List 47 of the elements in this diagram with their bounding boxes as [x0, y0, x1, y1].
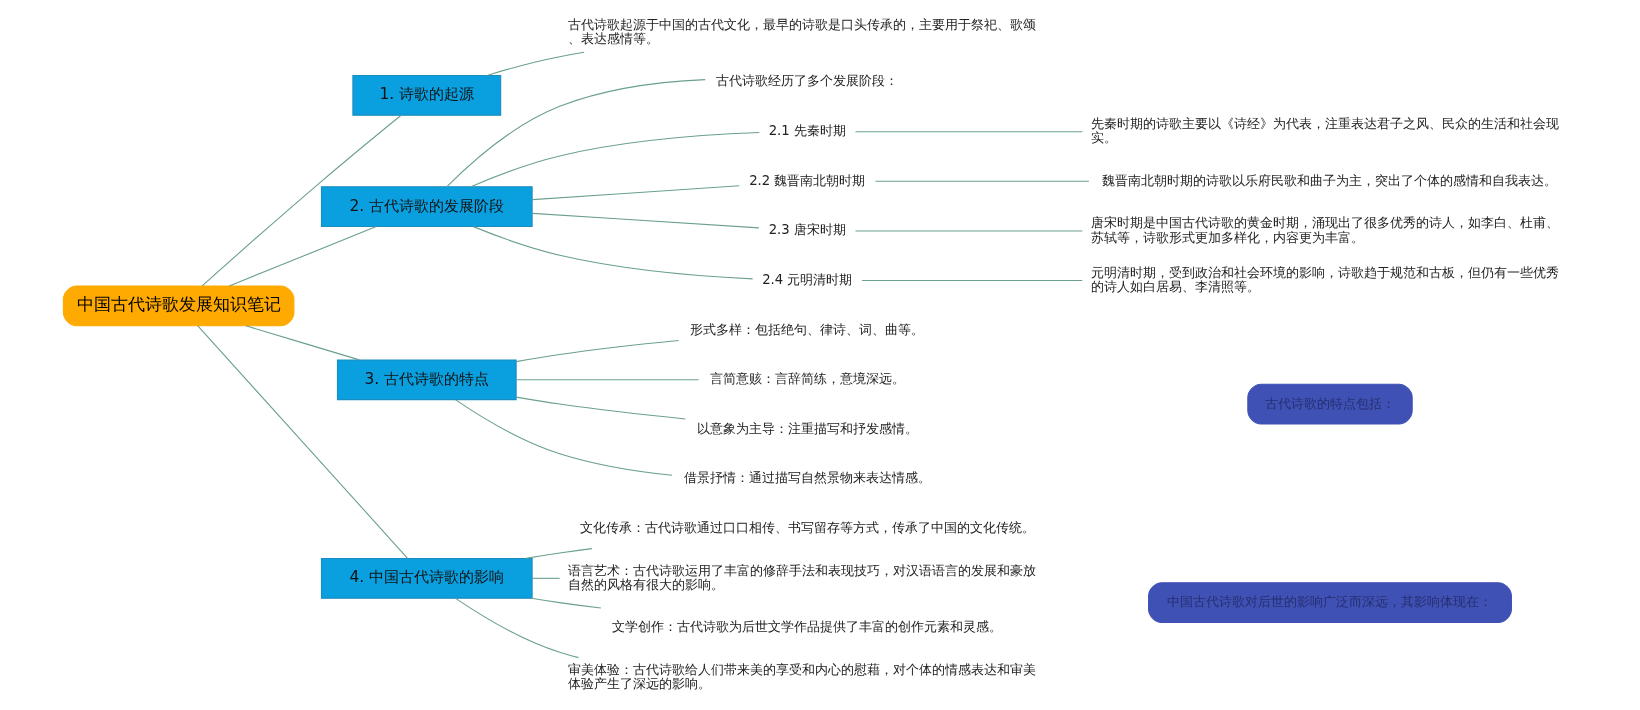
node-text: 唐宋时期是中国古代诗歌的黄金时期，涌现出了很多优秀的诗人，如李白、杜甫、苏轼等，诗歌形式更加多样化，内容更为丰富。 [1090, 215, 1559, 245]
connector [445, 79, 706, 188]
connector [854, 230, 1083, 232]
node-text: 元明清时期，受到政治和社会环境的影响，诗歌趋于规范和古板，但仍有一些优秀的诗人如白居易、李清照等。 [1090, 264, 1559, 295]
connector [454, 597, 579, 659]
connector [515, 339, 679, 363]
connector [201, 114, 402, 287]
connector [530, 597, 601, 609]
node-text: 语言艺术：古代诗歌运用了丰富的修辞手法和表现技巧，对汉语语言的发展和豪放自然的风格有很大的影响。 [568, 562, 1036, 592]
node-box: 1. 诗歌的起源 [351, 74, 501, 116]
node-box: 4. 中国古代诗歌的影响 [320, 557, 533, 599]
node-box: 3. 古代诗歌的特点 [336, 359, 517, 401]
connector [454, 399, 673, 476]
node-text: 古代诗歌经历了多个发展阶段： [715, 73, 898, 89]
node-text: 魏晋南北朝时期的诗歌以乐府民歌和曲子为主，突出了个体的感情和自我表达。 [1102, 172, 1557, 188]
connector [228, 226, 377, 287]
connector [485, 51, 585, 76]
node-box: 中国古代诗歌对后世的影响广泛而深远，其影响体现在： [1147, 582, 1512, 623]
node-text: 借景抒情：通过描写自然景物来表达情感。 [683, 470, 931, 486]
node-text: 2.3 唐宋时期 [768, 222, 846, 238]
node-text: 文学创作：古代诗歌为后世文学作品提供了丰富的创作元素和灵感。 [611, 619, 1002, 635]
connector [874, 180, 1089, 182]
node-box: 2. 古代诗歌的发展阶段 [320, 186, 533, 228]
connector [472, 226, 753, 280]
connector [469, 132, 760, 188]
node-text: 形式多样：包括绝句、律诗、词、曲等。 [689, 321, 924, 337]
node-text: 言简意赅：言辞简练，意境深远。 [709, 371, 905, 387]
node-text: 文化传承：古代诗歌通过口口相传、书写留存等方式，传承了中国的文化传统。 [579, 520, 1035, 536]
node-box: 中国古代诗歌发展知识笔记 [62, 285, 294, 327]
node-text: 古代诗歌起源于中国的古代文化，最早的诗歌是口头传承的，主要用于祭祀、歌颂、表达感情等。 [568, 16, 1036, 47]
connector [244, 325, 360, 361]
connector [515, 396, 686, 420]
connector [854, 131, 1083, 133]
connector [531, 212, 759, 229]
node-text: 以意象为主导：注重描写和抒发感情。 [696, 420, 918, 436]
connector [196, 325, 408, 559]
connector [531, 577, 560, 579]
node-text: 审美体验：古代诗歌给人们带来美的享受和内心的慰藉，对个体的情感表达和审美体验产生了深远的影响。 [568, 661, 1036, 692]
node-text: 2.1 先秦时期 [768, 123, 846, 139]
node-text: 先秦时期的诗歌主要以《诗经》为代表，注重表达君子之风、民众的生活和社会现实。 [1090, 115, 1559, 146]
connector [861, 280, 1083, 282]
connector [515, 379, 699, 381]
connector [524, 548, 592, 559]
node-text: 2.2 魏晋南北朝时期 [748, 172, 865, 188]
node-box: 古代诗歌的特点包括： [1246, 383, 1413, 425]
connector [531, 185, 740, 201]
node-text: 2.4 元明清时期 [761, 271, 852, 287]
